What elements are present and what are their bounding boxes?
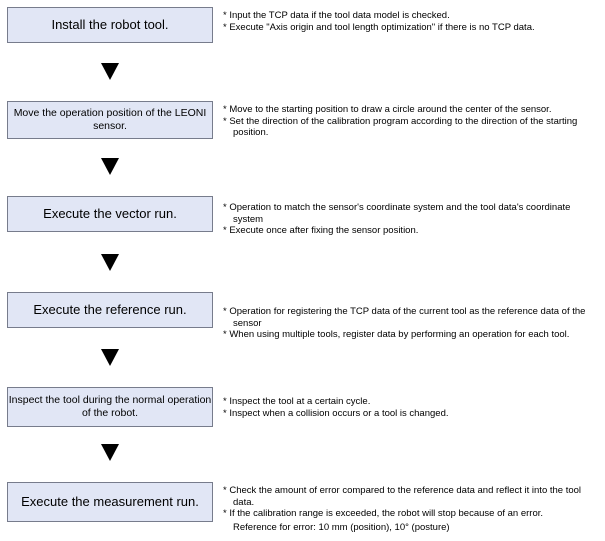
step-4-label: Execute the reference run. (33, 301, 187, 317)
step-4-box: Execute the reference run. (7, 292, 213, 328)
step-5-box: Inspect the tool during the normal opera… (7, 387, 213, 427)
step-3-label: Execute the vector run. (43, 205, 177, 221)
step-4-note-2: * When using multiple tools, register da… (223, 329, 570, 341)
step-6-label: Execute the measurement run. (21, 493, 199, 509)
flow-arrow-5 (101, 444, 119, 461)
step-3-note-2: * Execute once after fixing the sensor p… (223, 225, 419, 237)
step-6-box: Execute the measurement run. (7, 482, 213, 522)
step-4-notes: * Operation for registering the TCP data… (223, 306, 598, 341)
step-5-note-1: * Inspect the tool at a certain cycle. (223, 396, 371, 407)
step-1-note-2: * Execute "Axis origin and tool length o… (223, 21, 535, 33)
step-6-notes: * Check the amount of error compared to … (223, 485, 598, 533)
step-2-notes: * Move to the starting position to draw … (223, 104, 598, 139)
step-6-note-2: * If the calibration range is exceeded, … (223, 508, 544, 520)
step-5-label: Inspect the tool during the normal opera… (8, 393, 212, 419)
step-2-note-2: * Set the direction of the calibration p… (223, 115, 578, 139)
step-2-box: Move the operation position of the LEONI… (7, 101, 213, 139)
step-4-note-1: * Operation for registering the TCP data… (223, 306, 586, 329)
step-1-note-1: * Input the TCP data if the tool data mo… (223, 10, 450, 21)
step-1-label: Install the robot tool. (51, 16, 169, 32)
step-1-notes: * Input the TCP data if the tool data mo… (223, 10, 598, 33)
step-3-box: Execute the vector run. (7, 196, 213, 232)
step-5-notes: * Inspect the tool at a certain cycle. *… (223, 396, 598, 419)
step-2-label: Move the operation position of the LEONI… (13, 106, 207, 132)
step-2-note-1: * Move to the starting position to draw … (223, 104, 552, 115)
flow-arrow-2 (101, 158, 119, 175)
step-5-note-2: * Inspect when a collision occurs or a t… (223, 407, 449, 419)
step-1-box: Install the robot tool. (7, 7, 213, 43)
flow-arrow-3 (101, 254, 119, 271)
flow-arrow-4 (101, 349, 119, 366)
flow-arrow-1 (101, 63, 119, 80)
step-6-error-reference: Reference for error: 10 mm (position), 1… (233, 521, 450, 533)
step-3-note-1: * Operation to match the sensor's coordi… (223, 202, 571, 225)
step-6-note-1: * Check the amount of error compared to … (223, 485, 582, 508)
step-3-notes: * Operation to match the sensor's coordi… (223, 202, 598, 237)
